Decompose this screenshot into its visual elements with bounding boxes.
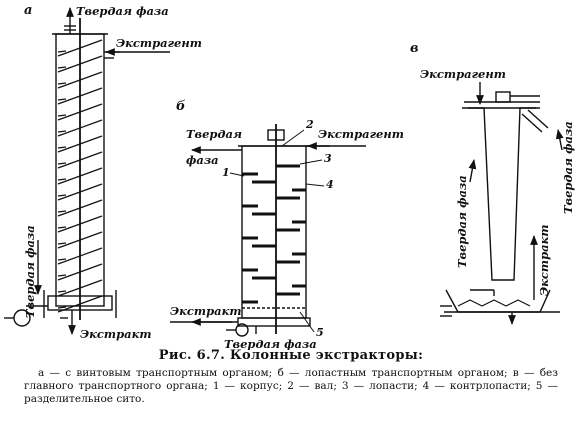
diagram-b-letter: б: [176, 99, 186, 114]
diagram-a-solid-out-label: Твердая фаза: [76, 4, 169, 18]
diagram-b-extractant-label: Экстрагент: [318, 127, 404, 141]
diagram-a-letter: а: [24, 3, 32, 18]
diagram-a-solid-in-label: Твердая фаза: [23, 225, 37, 318]
diagram-c-body: [468, 107, 536, 281]
figure-caption: Рис. 6.7. Колонные экстракторы: а — с ви…: [0, 348, 582, 406]
diagram-b-paddle-extractor: б Твердая фаза Экстрагент 1 2 3 4 5: [170, 99, 404, 350]
diagram-b-solid-out-label-1: Твердая: [186, 127, 242, 141]
diagram-c-solid-right-label: Твердая фаза: [561, 121, 575, 214]
diagram-c-letter: в: [410, 41, 419, 56]
figure-title: Рис. 6.7. Колонные экстракторы:: [0, 348, 582, 363]
figure-number: Рис. 6.7.: [158, 348, 226, 363]
figure-diagrams: а Твердая фаза Экстрагент Твердая фаза: [4, 3, 575, 350]
figure-title-text: Колонные экстракторы:: [229, 348, 424, 363]
diagram-b-body: [241, 145, 307, 319]
diagram-c-extractant-label: Экстрагент: [420, 67, 506, 81]
diagram-b-num-1: 1: [222, 166, 230, 179]
diagram-a-extract-label: Экстракт: [80, 327, 152, 341]
diagram-b-extract-label: Экстракт: [170, 304, 242, 318]
diagram-b-num-5: 5: [316, 326, 324, 339]
diagram-a-screw: [57, 39, 103, 313]
diagram-c-solid-left-label: Твердая фаза: [455, 175, 469, 268]
figure-legend: а — с винтовым транспортным органом; б —…: [24, 367, 558, 405]
diagram-c-no-transport: в Экстрагент Твердая фаза Твердая фаза Э…: [410, 41, 575, 325]
diagram-b-solid-out-label-2: фаза: [186, 153, 219, 167]
diagram-b-num-2: 2: [305, 118, 314, 131]
diagram-a-screw-extractor: а Твердая фаза Экстрагент Твердая фаза: [4, 3, 202, 341]
diagram-b-num-4: 4: [326, 178, 334, 191]
diagram-b-paddles: [242, 164, 306, 304]
diagram-a-extractant-label: Экстрагент: [116, 36, 202, 50]
diagram-b-solid-in-label: Твердая фаза: [224, 337, 317, 350]
diagram-b-num-3: 3: [324, 152, 332, 165]
diagram-c-extract-label: Экстракт: [537, 224, 551, 296]
